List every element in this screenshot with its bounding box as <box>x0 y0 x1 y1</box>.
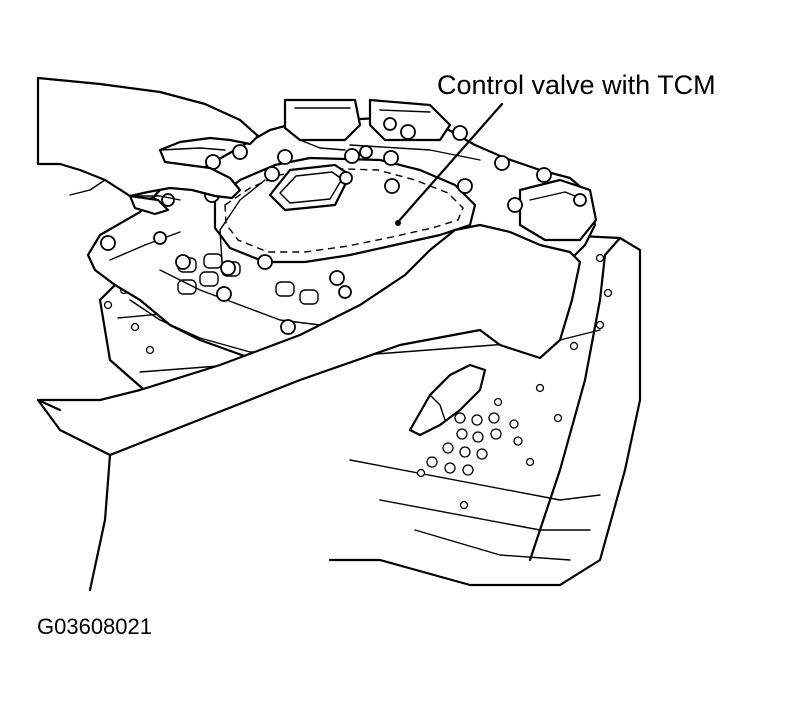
right-arm <box>36 223 582 592</box>
figure-id: G03608021 <box>37 614 152 639</box>
oil-passage-holes <box>426 412 523 476</box>
callout-leader <box>395 102 504 226</box>
left-hand <box>36 76 260 216</box>
callout-label: Control valve with TCM <box>437 70 716 100</box>
